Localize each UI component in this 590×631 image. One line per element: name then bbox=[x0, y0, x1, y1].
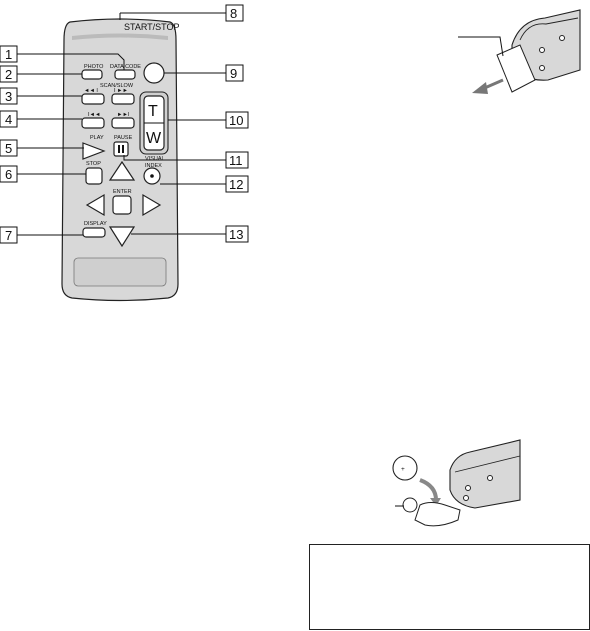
play-button[interactable] bbox=[82, 142, 106, 160]
up-arrow-button[interactable] bbox=[108, 160, 136, 181]
down-arrow-button[interactable] bbox=[108, 226, 136, 248]
scan-forward-button[interactable] bbox=[111, 93, 135, 105]
data-code-label: DATA CODE bbox=[110, 64, 141, 70]
callout-2: 2 bbox=[5, 67, 12, 82]
callout-11: 11 bbox=[229, 153, 243, 168]
zoom-w-label: W bbox=[146, 130, 162, 147]
callout-1: 1 bbox=[5, 47, 12, 62]
left-arrow-button[interactable] bbox=[85, 193, 105, 217]
callout-3: 3 bbox=[5, 89, 12, 104]
callouts: 8 1 2 3 4 5 6 7 9 10 bbox=[0, 4, 249, 244]
right-arrow-button[interactable] bbox=[142, 193, 162, 217]
data-code-button[interactable] bbox=[114, 69, 136, 80]
play-label: PLAY bbox=[90, 135, 104, 141]
callout-9: 9 bbox=[230, 66, 237, 81]
callout-10: 10 bbox=[229, 113, 243, 128]
start-stop-label: START/STOP bbox=[124, 22, 180, 32]
prev-label: I◄◄ bbox=[88, 112, 100, 118]
stop-button[interactable] bbox=[85, 167, 103, 185]
pause-label: PAUSE bbox=[114, 135, 133, 141]
stop-label: STOP bbox=[86, 161, 101, 167]
battery-figure: + bbox=[392, 439, 521, 527]
display-label: DISPLAY bbox=[84, 221, 107, 227]
index-label: INDEX bbox=[145, 163, 162, 169]
pause-button[interactable] bbox=[113, 141, 129, 157]
visual-label: VISUAL bbox=[145, 156, 165, 162]
insulation-sheet-figure bbox=[458, 9, 581, 94]
callout-6: 6 bbox=[5, 167, 12, 182]
display-button[interactable] bbox=[82, 227, 106, 238]
zoom-t-label: T bbox=[148, 103, 158, 120]
frame-back-label: ◄◄ I bbox=[84, 88, 98, 94]
callout-13: 13 bbox=[229, 227, 243, 242]
callout-8: 8 bbox=[230, 6, 237, 21]
photo-button[interactable] bbox=[81, 69, 103, 80]
pause-icon bbox=[118, 145, 120, 153]
enter-button[interactable] bbox=[112, 195, 132, 215]
enter-label: ENTER bbox=[113, 189, 132, 195]
scan-slow-label: SCAN/SLOW bbox=[100, 83, 134, 89]
note-box bbox=[309, 544, 590, 630]
photo-label: PHOTO bbox=[84, 64, 104, 70]
frame-fwd-label: I ►► bbox=[114, 88, 128, 94]
next-button[interactable] bbox=[111, 117, 135, 129]
callout-7: 7 bbox=[5, 228, 12, 243]
previous-button[interactable] bbox=[81, 117, 105, 129]
next-label: ►►I bbox=[117, 112, 130, 118]
start-stop-button[interactable] bbox=[143, 62, 165, 84]
callout-5: 5 bbox=[5, 141, 12, 156]
battery-polarity: + bbox=[401, 466, 405, 473]
scan-back-button[interactable] bbox=[81, 93, 105, 105]
callout-12: 12 bbox=[229, 177, 243, 192]
callout-4: 4 bbox=[5, 112, 12, 127]
battery-icon bbox=[392, 455, 418, 481]
